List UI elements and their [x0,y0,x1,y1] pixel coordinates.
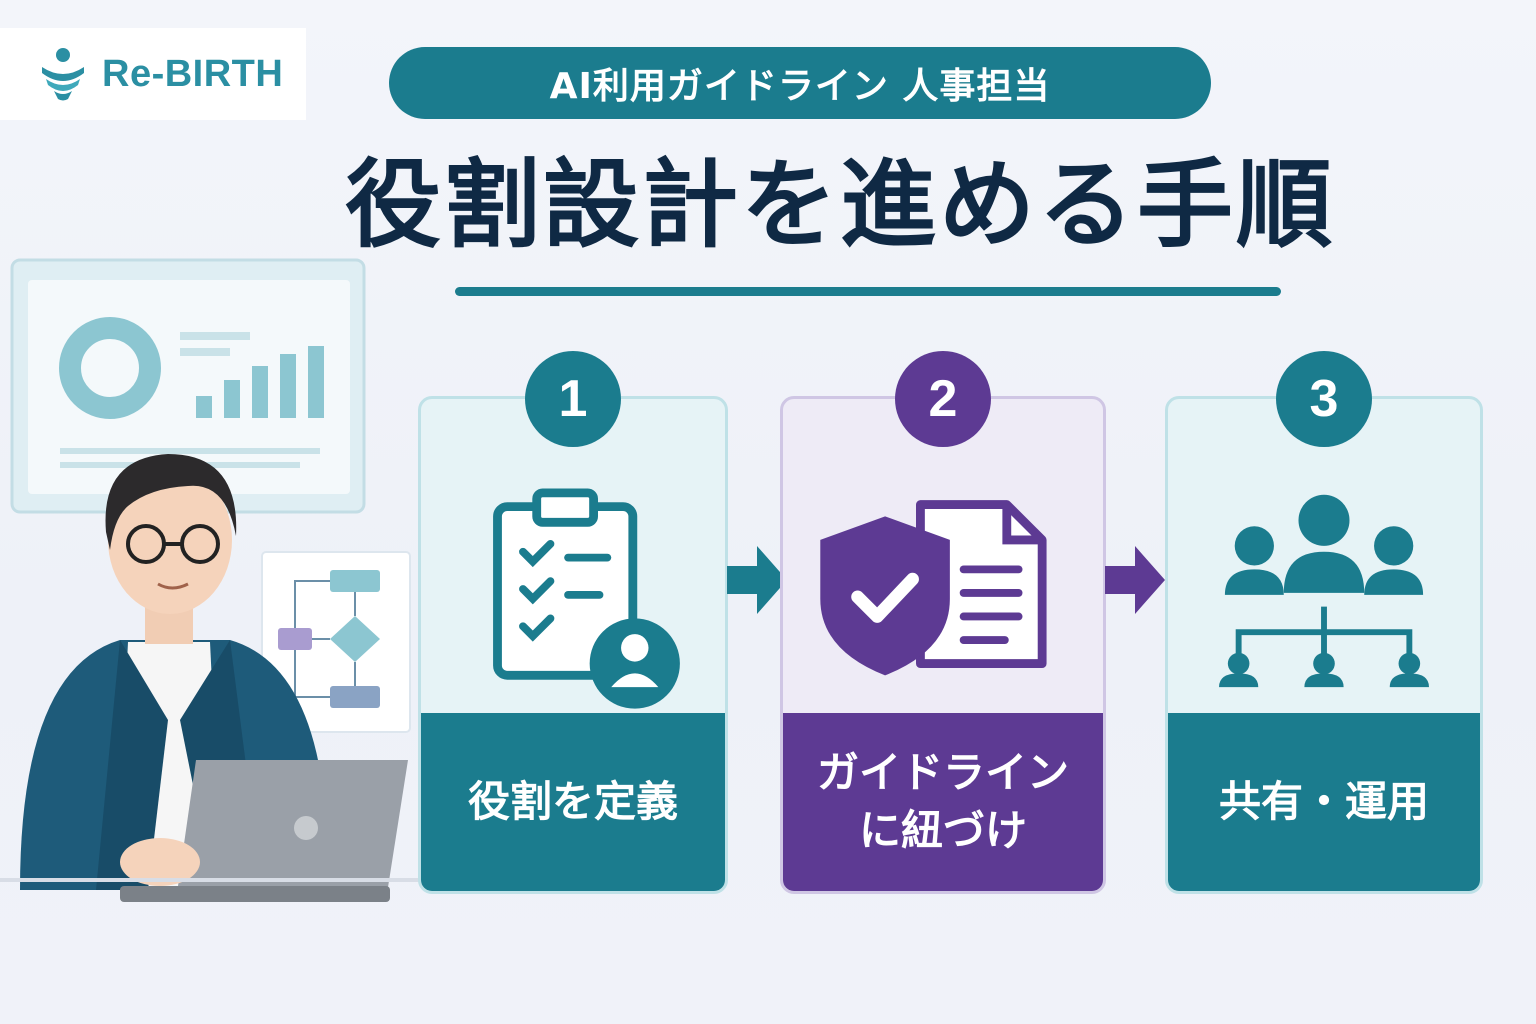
brand-logo: Re-BIRTH [0,28,306,120]
title-underline [455,287,1281,296]
step-label-1: 役割を定義 [421,713,725,891]
step-number-2: 2 [895,351,991,447]
step-card-3: 3 共有・運用 [1165,351,1483,894]
guideline-tag: AI利用ガイドライン 人事担当 [389,47,1211,119]
person-at-laptop-illustration [0,258,420,902]
step-label-2: ガイドライン に紐づけ [783,713,1103,891]
step-number-3: 3 [1276,351,1372,447]
page-title: 役割設計を進める手順 [345,149,1335,261]
team-hierarchy-icon [1219,494,1429,688]
clipboard-user-icon [493,488,680,709]
brand-name: Re-BIRTH [102,52,284,95]
arrow-right-icon [727,546,787,614]
step-card-2: 2 ガイドライン に紐づけ [780,351,1106,894]
step-card-1: 1 役割を定義 [418,351,728,894]
rebirth-logo-icon [42,48,84,101]
arrow-right-icon [1105,546,1165,614]
shield-document-icon [820,500,1047,676]
step-number-1: 1 [525,351,621,447]
step-label-3: 共有・運用 [1168,713,1480,891]
